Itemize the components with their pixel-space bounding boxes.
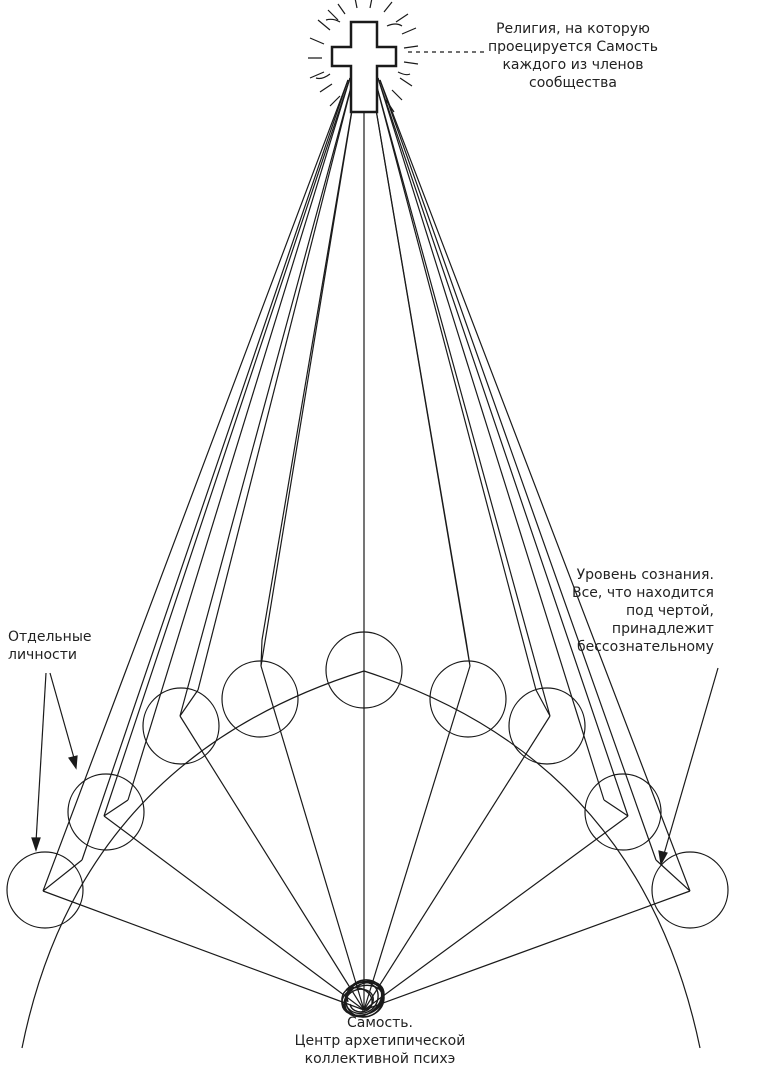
religion-label-line: Религия, на которую (496, 21, 650, 37)
individuals-label-line: личности (8, 647, 77, 663)
individual-circles (6, 631, 729, 929)
radiant-cross-icon (308, 0, 419, 114)
individual-circle (325, 631, 403, 709)
individual-circle (67, 773, 145, 851)
individuals-label: Отдельные личности (8, 628, 92, 664)
individuals-pointer-arrows (31, 672, 78, 852)
consciousness-label-line: под чертой, (626, 603, 714, 619)
individual-circle (584, 773, 662, 851)
self-label-line: коллективной психэ (304, 1051, 456, 1067)
religion-label: Религия, на которую проецируется Самость… (488, 20, 658, 92)
individuals-label-line: Отдельные (8, 629, 92, 645)
self-connection-lines (42, 640, 691, 1011)
consciousness-label-line: бессознательному (576, 639, 714, 655)
consciousness-label: Уровень сознания. Все, что находится под… (572, 566, 714, 656)
self-label: Самость. Центр архетипической коллективн… (280, 1014, 480, 1068)
individual-circle (429, 660, 507, 738)
consciousness-label-line: Все, что находится (572, 585, 714, 601)
consciousness-label-line: принадлежит (611, 621, 714, 637)
individual-circle (651, 851, 729, 929)
projection-lines (42, 73, 691, 892)
tangled-scribble-icon (341, 979, 385, 1018)
individual-circle (142, 687, 220, 765)
religion-label-line: каждого из членов (502, 57, 644, 73)
consciousness-label-line: Уровень сознания. (576, 567, 714, 583)
self-label-line: Центр архетипической (294, 1033, 466, 1049)
consciousness-pointer-arrow (658, 667, 719, 866)
individual-circle (221, 660, 299, 738)
self-label-line: Самость. (346, 1015, 414, 1031)
individual-circle (6, 851, 84, 929)
religion-label-line: проецируется Самость (488, 39, 658, 55)
individual-circle (508, 687, 586, 765)
religion-label-line: сообщества (529, 75, 617, 91)
